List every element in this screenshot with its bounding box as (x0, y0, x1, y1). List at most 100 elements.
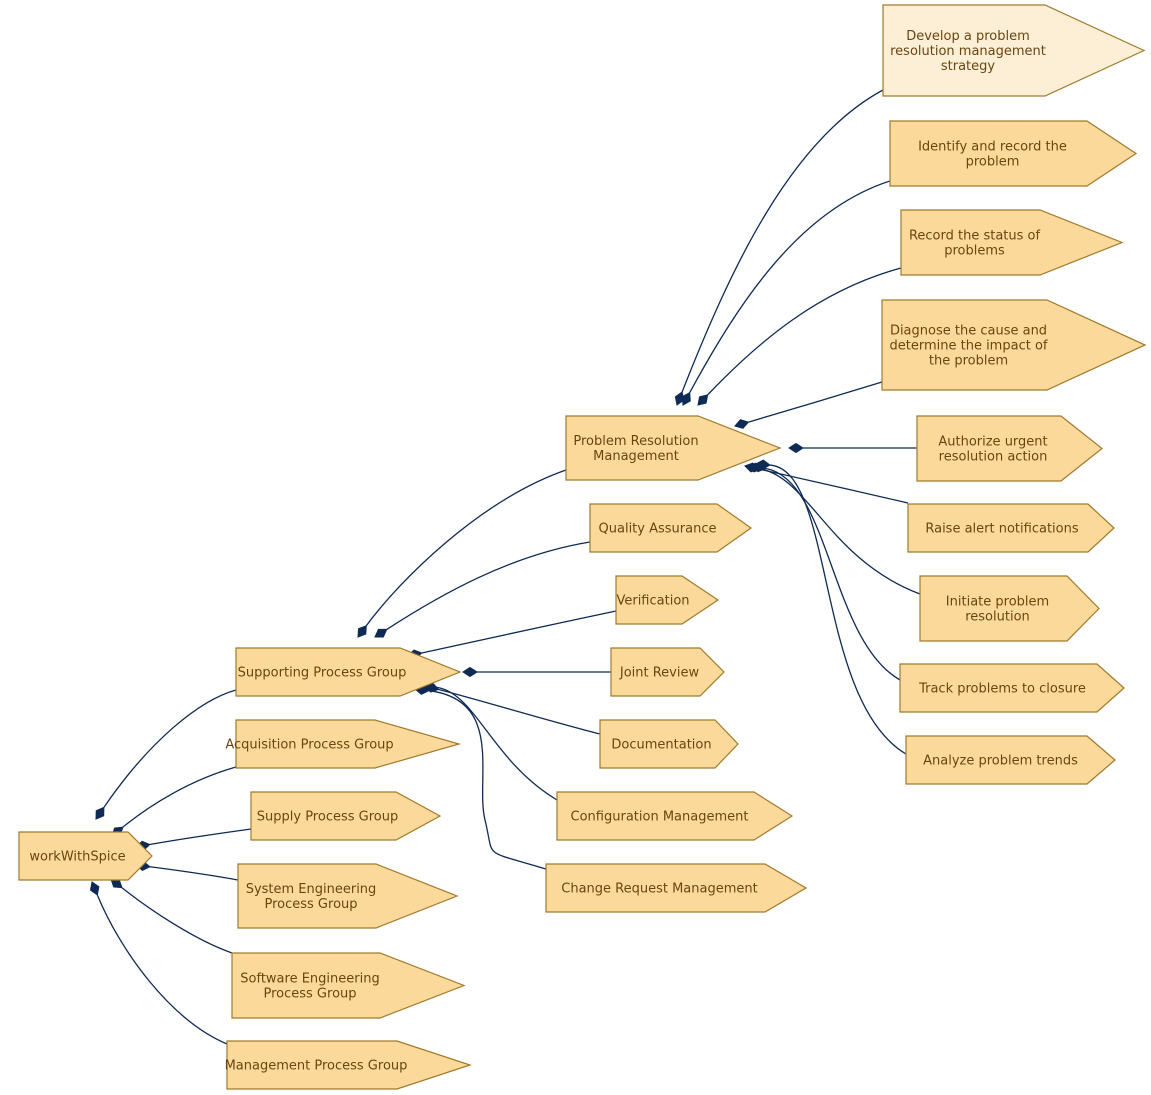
node-changereq[interactable]: Change Request Management (545, 863, 808, 913)
node-label: Software Engineering (240, 972, 379, 987)
node-shape (235, 719, 462, 769)
node-label: Identify and record the (918, 140, 1067, 155)
node-shape (919, 575, 1100, 642)
node-shape (235, 647, 462, 697)
node-shape (250, 791, 442, 841)
edge-supporting-qa (374, 541, 591, 638)
edge-workWithSpice-management (89, 881, 228, 1045)
edge-prm-authorize (788, 442, 917, 454)
composition-diamond (89, 881, 100, 896)
node-shape (599, 719, 739, 769)
edge-line (707, 267, 902, 396)
node-raise[interactable]: Raise alert notifications (907, 503, 1115, 553)
node-acquisition[interactable]: Acquisition Process Group (225, 719, 462, 769)
node-shape (905, 735, 1116, 785)
edge-prm-diagnose (734, 381, 883, 429)
node-label: resolution management (890, 44, 1046, 59)
edge-line (386, 541, 591, 630)
node-shape (226, 1040, 472, 1090)
node-label: determine the impact of (890, 339, 1048, 354)
node-qa[interactable]: Quality Assurance (589, 503, 753, 553)
node-label: Develop a problem (906, 29, 1030, 44)
edge-line (121, 887, 233, 954)
node-label: strategy (941, 59, 996, 74)
node-label: resolution (965, 610, 1030, 625)
edge-line (689, 180, 891, 394)
edge-line (421, 610, 617, 654)
edge-line (149, 866, 239, 881)
node-supply[interactable]: Supply Process Group (250, 791, 442, 841)
edge-supporting-verification (407, 610, 617, 660)
edge-workWithSpice-softwareeng (110, 878, 233, 954)
edge-line (761, 468, 921, 595)
node-label: Process Group (264, 897, 357, 912)
node-analyze[interactable]: Analyze problem trends (905, 735, 1116, 785)
edge-supporting-prm (357, 469, 567, 638)
node-shape (899, 663, 1125, 713)
node-shape (18, 831, 153, 881)
node-label: problem (966, 155, 1020, 170)
edge-line (765, 467, 901, 681)
edge-workWithSpice-acquisition (111, 766, 237, 837)
node-label: Supporting Process Group (238, 666, 407, 681)
edge-prm-analyze (755, 459, 907, 755)
composition-diamond (734, 419, 750, 429)
node-management[interactable]: Management Process Group (225, 1040, 472, 1090)
edge-line (433, 686, 558, 801)
node-label: Diagnose the cause and (890, 324, 1047, 339)
edge-supporting-documentation (424, 682, 601, 735)
edge-line (96, 894, 228, 1045)
node-track[interactable]: Track problems to closure (899, 663, 1125, 713)
node-shape (900, 209, 1124, 276)
node-shape (615, 575, 720, 625)
node-label: Raise alert notifications (925, 522, 1078, 537)
node-shape (889, 120, 1138, 187)
node-label: Verification (616, 594, 689, 609)
edge-line (122, 766, 237, 828)
edge-line (748, 381, 883, 423)
composition-diamond (95, 806, 105, 820)
composition-diamond (788, 442, 804, 454)
node-label: the problem (929, 354, 1008, 369)
edge-line (149, 828, 252, 846)
edge-supporting-jointreview (462, 666, 611, 678)
composition-diamond (755, 459, 771, 470)
node-documentation[interactable]: Documentation (599, 719, 739, 769)
edge-prm-identify (681, 180, 891, 406)
composition-diamond (681, 391, 691, 406)
edge-line (428, 690, 547, 870)
edge-workWithSpice-supporting (95, 689, 237, 820)
node-shape (545, 863, 808, 913)
node-label: System Engineering (246, 882, 377, 897)
node-label: workWithSpice (29, 850, 125, 865)
node-shape (882, 4, 1146, 97)
node-label: problems (944, 244, 1005, 259)
node-supporting[interactable]: Supporting Process Group (235, 647, 462, 697)
node-shape (237, 863, 459, 929)
node-label: Authorize urgent (938, 435, 1047, 450)
node-label: Joint Review (619, 666, 700, 681)
node-shape (907, 503, 1115, 553)
node-shape (556, 791, 794, 841)
node-verification[interactable]: Verification (615, 575, 720, 625)
node-label: Record the status of (909, 229, 1041, 244)
node-workWithSpice[interactable]: workWithSpice (18, 831, 153, 881)
node-label: Track problems to closure (918, 682, 1086, 697)
composition-diamond (374, 628, 388, 638)
node-jointreview[interactable]: Joint Review (610, 647, 725, 697)
node-label: Problem Resolution (573, 434, 698, 449)
node-configmgmt[interactable]: Configuration Management (556, 791, 794, 841)
composition-diamond (697, 394, 709, 406)
node-label: Acquisition Process Group (225, 738, 393, 753)
composition-diamond (357, 624, 367, 638)
